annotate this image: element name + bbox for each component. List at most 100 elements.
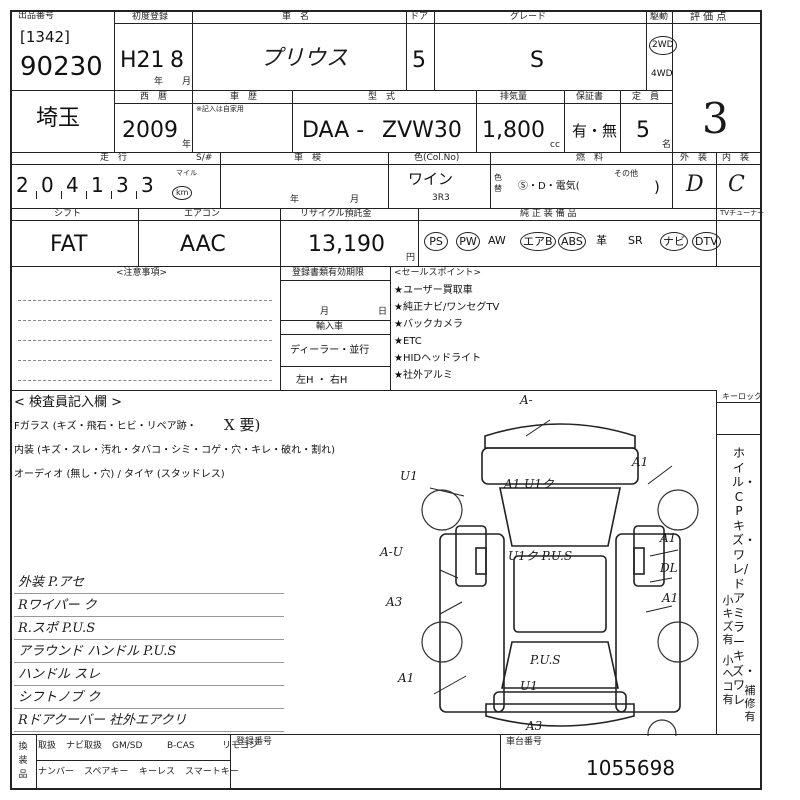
damage-mark-right-rear-door: DL [660, 561, 678, 575]
drive-4wd: 4WD [651, 69, 673, 79]
writing-line [14, 685, 284, 686]
col-line [418, 208, 419, 266]
warranty-value: 有・無 [572, 122, 618, 140]
sales-point: ★社外アルミ [394, 370, 453, 381]
damage-mark-rear-bumper: U1 [520, 679, 538, 693]
sales-point: ★HIDヘッドライト [394, 353, 482, 364]
displacement-label: 排気量 [500, 92, 528, 102]
front-bumper-outline [484, 423, 636, 449]
accessory-item: 取扱 [38, 741, 57, 751]
mileage-separator [61, 191, 62, 199]
lot-number: 90230 [20, 52, 103, 82]
first-reg-unit-year: 年 [154, 77, 164, 87]
col-line [434, 10, 435, 90]
mileage-separator [86, 191, 87, 199]
equipment-item: エアB [520, 232, 556, 251]
col-line [716, 152, 717, 208]
label-line [10, 164, 760, 165]
left-mirror [475, 547, 487, 575]
damage-mark-left-front-door: A-U [380, 545, 403, 559]
writing-line [14, 639, 284, 640]
accessory-item: リモコン [222, 741, 259, 751]
grade-value: S [530, 48, 544, 73]
side-vertical-text: ホイル・CPキズ・ワレ/ドアミラー キズ・ワレ [732, 446, 757, 707]
validity-day: 日 [378, 307, 388, 317]
inspection-year: 年 [290, 195, 300, 205]
mileage-digit: 1 [91, 173, 104, 197]
color-value: ワイン [408, 170, 454, 188]
accessory-item: GM/SD [112, 741, 143, 751]
damage-mark-right-quarter: A1 [662, 591, 679, 605]
drive-2wd: 2WD [649, 36, 677, 55]
col-line [500, 734, 501, 788]
tv-tuner-label: TVチューナー [720, 209, 765, 217]
exterior-grade: D [686, 172, 704, 197]
inspector-label: < 検査員記入欄 > [14, 395, 123, 410]
wheel-front-right [657, 489, 699, 531]
col-line [114, 10, 115, 152]
model-prefix: DAA - [302, 118, 365, 143]
shift-label: シフト [54, 209, 82, 219]
right-mirror [633, 547, 645, 575]
inspector-line3: オーディオ (無し・穴) / タイヤ (スタッドレス) [14, 469, 225, 480]
accessory-item: スマートキー [185, 767, 239, 777]
chassis-label: 車台番号 [506, 737, 543, 747]
col-line [292, 90, 293, 152]
notes-divider [10, 390, 716, 391]
mileage-digit: 0 [41, 173, 54, 197]
car-name-label: 車 名 [282, 12, 310, 22]
model-year: 2009 [122, 118, 178, 143]
equipment-item: PS [424, 232, 448, 251]
equipment-item: ABS [558, 232, 586, 251]
equipment-item: ナビ [660, 232, 688, 251]
fuel-options: Ⓢ・D・電気( [518, 181, 580, 192]
damage-mark-front-top: A- [520, 393, 533, 407]
side-small-scratch: 小キズ有 [722, 594, 734, 646]
reg-number-label: 登録番号 [236, 737, 273, 747]
col-line [138, 208, 139, 266]
shaken-label: S/# [196, 153, 213, 163]
inspector-line2: 内装 (キズ・スレ・汚れ・タバコ・シミ・コゲ・穴・キレ・破れ・割れ) [14, 445, 335, 456]
caution-label: <注意事項> [116, 268, 168, 278]
model-year-unit: 年 [182, 140, 192, 150]
color-change-label: 色替 [494, 173, 502, 193]
rear-window-outline [501, 641, 619, 689]
col-line [672, 10, 673, 152]
col-line [36, 734, 37, 788]
score-label: 評 価 点 [690, 12, 727, 23]
label-line [280, 334, 390, 335]
label-line [36, 760, 230, 761]
col-line [192, 10, 193, 90]
col-line [280, 208, 281, 266]
form-header-label: 出品番号 [18, 11, 55, 21]
hood-outline [481, 447, 639, 485]
windshield-outline [499, 487, 621, 547]
col-line [280, 266, 281, 390]
inspector-line1: Fガラス (キズ・飛石・ヒビ・リペア跡・ [14, 421, 197, 432]
first-reg-month: 8 [170, 48, 184, 73]
col-line [476, 90, 477, 152]
inspection-sheet: 出品番号 [1342] 90230 初度登録 H21 8 年 月 車 名 プリウ… [10, 10, 765, 790]
handwritten-note: Rドアクーバー 社外エアクリ [18, 713, 187, 728]
accessory-label: 換装品 [18, 742, 28, 780]
region: 埼玉 [36, 106, 81, 131]
history-label: 車 歴 [230, 92, 258, 102]
steering-value: 左H ・ 右H [296, 375, 348, 386]
lot-label: [1342] [20, 28, 70, 46]
equipment-item: DTV [692, 232, 721, 251]
label-line [280, 280, 390, 281]
trunk-outline [493, 691, 627, 713]
mileage-digit: 4 [66, 173, 79, 197]
leader-line [429, 487, 465, 497]
import-label: 輸入車 [316, 322, 344, 332]
col-line [192, 90, 193, 152]
color-code: 3R3 [432, 193, 450, 203]
rear-bumper-outline [485, 703, 635, 727]
col-line [672, 152, 673, 208]
damage-mark-left-rear-bumper: A1 [398, 671, 415, 685]
label-line [716, 402, 760, 403]
sales-point: ★ETC [394, 336, 422, 347]
leader-line [649, 577, 673, 583]
col-line [220, 152, 221, 208]
key-lock-label: キーロック [722, 392, 762, 401]
